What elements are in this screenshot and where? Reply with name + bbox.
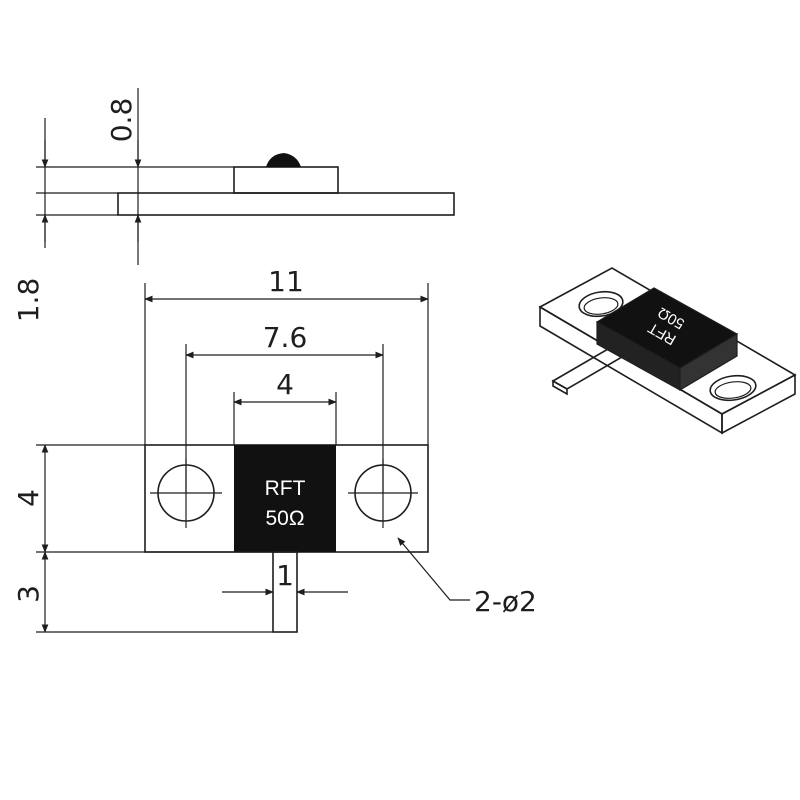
side-lead-bump bbox=[266, 153, 301, 167]
dim-label-11: 11 bbox=[268, 265, 304, 298]
mounting-hole-left bbox=[150, 459, 222, 528]
isometric-view: RFT 50Ω bbox=[538, 267, 797, 435]
iso-lead-edge bbox=[552, 379, 568, 396]
iso-hole-left bbox=[578, 290, 624, 318]
dim-label-height-4: 4 bbox=[12, 489, 45, 507]
side-flange bbox=[117, 192, 455, 216]
resistor-chip bbox=[234, 445, 336, 552]
chip-label-rft: RFT bbox=[265, 477, 306, 500]
mounting-hole-right bbox=[348, 459, 418, 528]
dim-label-4: 4 bbox=[276, 368, 294, 401]
chip-label-resistance: 50Ω bbox=[265, 507, 304, 530]
iso-flange-right bbox=[721, 373, 796, 435]
hole-callout-leader bbox=[397, 537, 470, 601]
iso-hole-right bbox=[709, 374, 757, 402]
side-view: 0.8 1.8 bbox=[12, 88, 455, 323]
iso-chip-right bbox=[679, 332, 738, 392]
dim-label-0.8: 0.8 bbox=[105, 98, 138, 143]
dim-label-1: 1 bbox=[276, 559, 294, 592]
top-view: 11 7.6 4 RFT 50Ω 4 bbox=[12, 265, 537, 633]
dim-label-1.8: 1.8 bbox=[12, 278, 45, 323]
dim-label-3: 3 bbox=[12, 585, 45, 603]
hole-callout-label: 2-ø2 bbox=[474, 585, 537, 618]
side-chip-body bbox=[233, 166, 339, 194]
dim-label-7.6: 7.6 bbox=[263, 321, 308, 354]
